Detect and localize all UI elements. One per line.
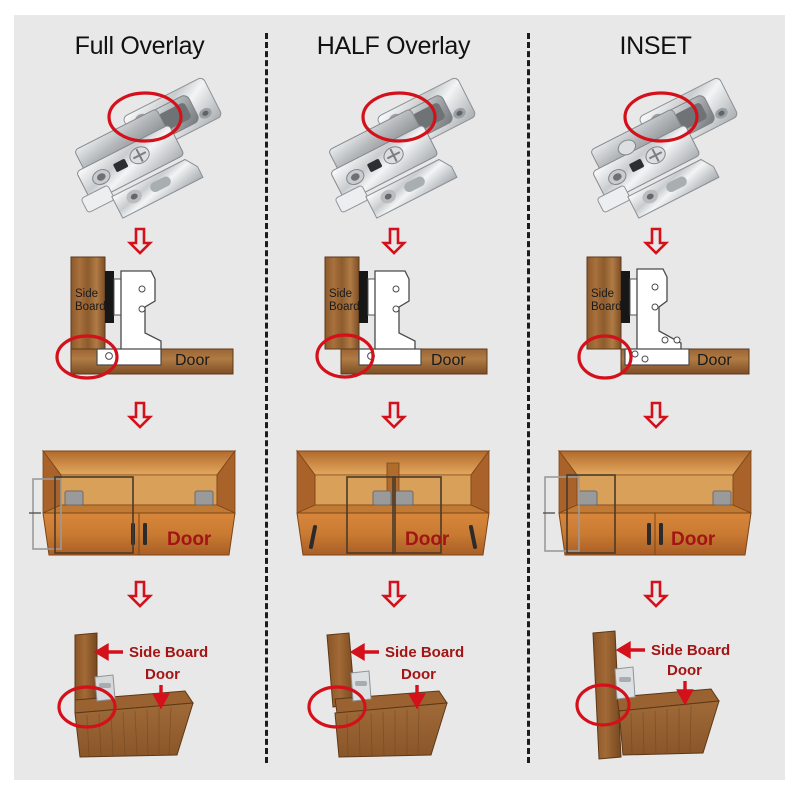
cross-label-door: Door	[175, 352, 210, 369]
highlight-ellipse	[107, 91, 183, 143]
down-arrow-icon	[380, 580, 407, 608]
corner-label-side-board: Side Board	[129, 644, 208, 661]
column-full-overlay: Full Overlay	[14, 15, 265, 780]
corner-label-side-board: Side Board	[651, 642, 730, 659]
hinge-photo-inset	[530, 73, 781, 223]
column-inset: INSET	[530, 15, 781, 780]
cross-label-side-line2: Board	[329, 301, 360, 313]
column-divider-2	[527, 33, 530, 763]
overlay-indicator-bracket	[544, 476, 580, 552]
corner-label-door: Door	[667, 662, 702, 679]
corner-view-inset: Side Board Door	[530, 607, 781, 775]
flow-arrow-1	[268, 227, 519, 260]
box-label-door: Door	[671, 529, 716, 550]
corner-label-door: Door	[145, 666, 180, 683]
down-arrow-icon	[126, 401, 153, 429]
down-arrow-icon	[126, 580, 153, 608]
highlight-ellipse	[361, 91, 437, 143]
cross-section-inset: Side Board Door	[530, 255, 781, 395]
highlight-ellipse	[623, 91, 699, 143]
cross-section-full-overlay: Side Board Door	[14, 255, 265, 395]
column-title-inset: INSET	[619, 32, 692, 60]
column-half-overlay: HALF Overlay	[268, 15, 519, 780]
flow-arrow-1	[530, 227, 781, 260]
overlay-indicator-door-left	[346, 476, 396, 554]
corner-label-door: Door	[401, 666, 436, 683]
cross-label-side-line2: Board	[75, 301, 106, 313]
down-arrow-icon	[642, 401, 669, 429]
highlight-ellipse	[54, 334, 119, 380]
down-arrow-icon	[126, 227, 153, 255]
highlight-ellipse	[314, 333, 375, 379]
down-arrow-icon	[642, 227, 669, 255]
cross-section-half-overlay: Side Board Door	[268, 255, 519, 395]
cross-label-side-line1: Side	[329, 288, 352, 300]
comparison-panel: Full Overlay	[14, 15, 785, 780]
down-arrow-icon	[642, 580, 669, 608]
flow-arrow-3	[14, 580, 265, 613]
box-label-door: Door	[167, 529, 212, 550]
overlay-indicator-door	[54, 476, 134, 554]
flow-arrow-3	[268, 580, 519, 613]
hinge-photo-half-overlay	[268, 73, 519, 223]
corner-view-full-overlay: Side Board Door	[14, 607, 265, 775]
highlight-ellipse	[306, 685, 367, 729]
highlight-ellipse	[576, 334, 633, 380]
down-arrow-icon	[380, 227, 407, 255]
flow-arrow-2	[530, 401, 781, 434]
column-title-half-overlay: HALF Overlay	[316, 32, 471, 60]
cross-label-door: Door	[697, 352, 732, 369]
cabinet-box-half-overlay: Door	[268, 433, 519, 583]
corner-view-half-overlay: Side Board Door	[268, 607, 519, 775]
highlight-ellipse	[56, 685, 117, 729]
flow-arrow-2	[14, 401, 265, 434]
overlay-indicator-door-right	[392, 476, 442, 554]
cross-label-door: Door	[431, 352, 466, 369]
highlight-ellipse	[574, 683, 631, 727]
down-arrow-icon	[380, 401, 407, 429]
hinge-photo-full-overlay	[14, 73, 265, 223]
overlay-indicator-bracket	[32, 478, 62, 550]
flow-arrow-1	[14, 227, 265, 260]
corner-label-side-board: Side Board	[385, 644, 464, 661]
flow-arrow-3	[530, 580, 781, 613]
column-divider-1	[265, 33, 268, 763]
cabinet-box-inset: Door	[530, 433, 781, 583]
column-title-full-overlay: Full Overlay	[74, 32, 205, 60]
cross-label-side-line2: Board	[591, 301, 622, 313]
cross-label-side-line1: Side	[591, 288, 614, 300]
cabinet-box-full-overlay: Door	[14, 433, 265, 583]
cross-label-side-line1: Side	[75, 288, 98, 300]
box-label-door: Door	[405, 529, 450, 550]
overlay-indicator-door	[566, 474, 616, 554]
flow-arrow-2	[268, 401, 519, 434]
